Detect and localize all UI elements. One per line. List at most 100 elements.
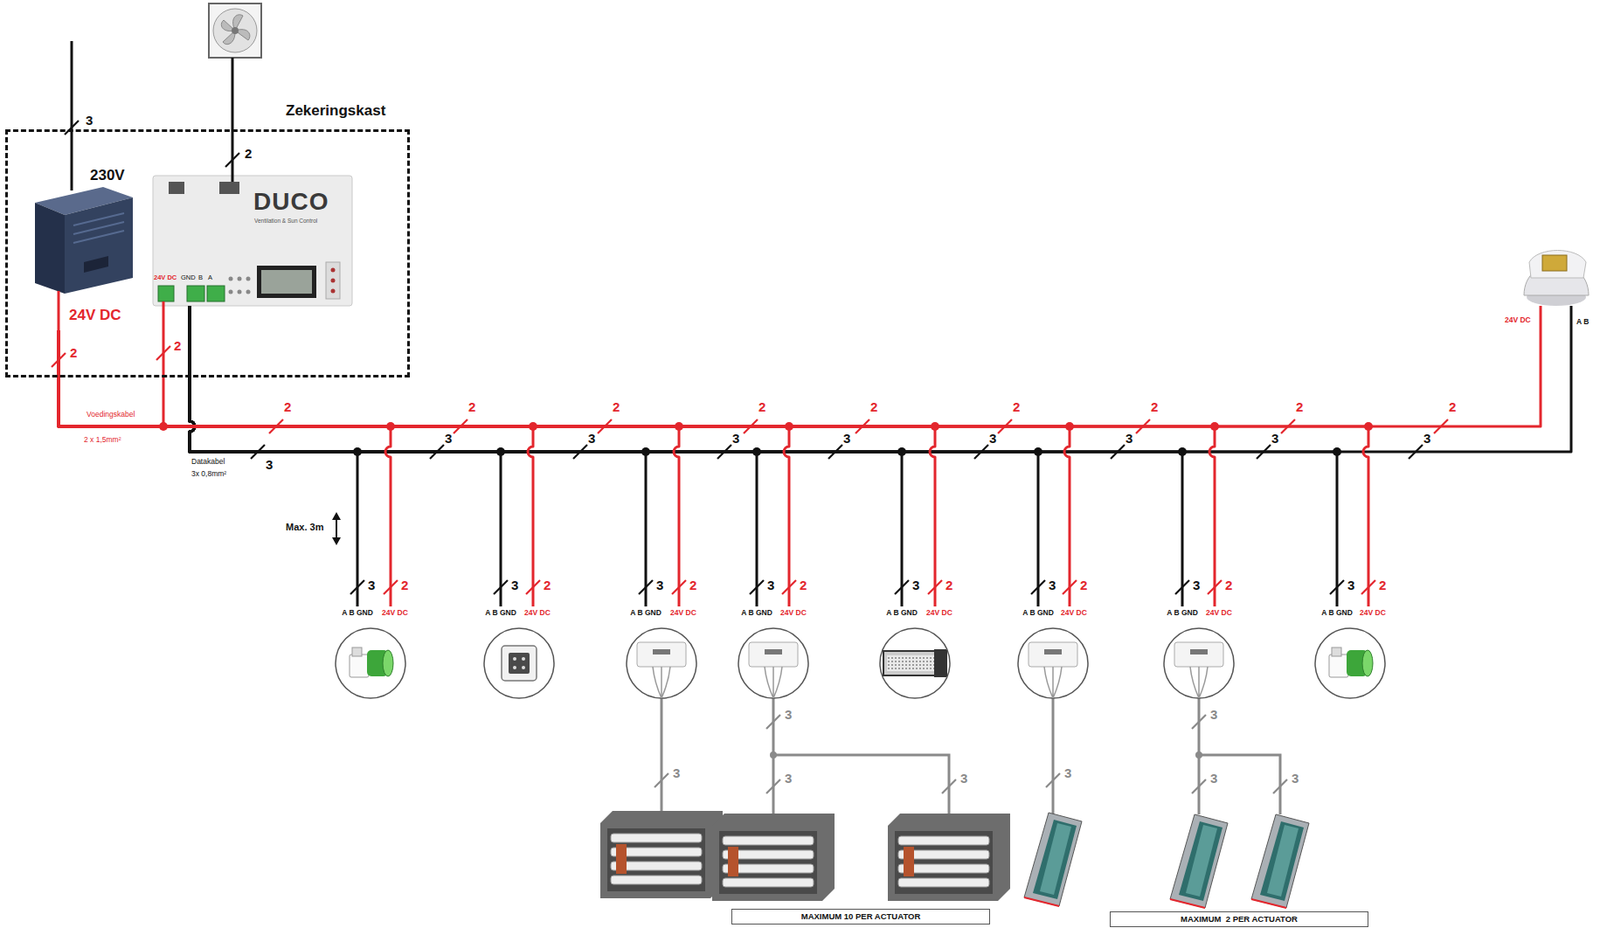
cable-count: 3	[912, 578, 920, 592]
pin-label: 24V DC	[1504, 316, 1531, 326]
cable-count: 3	[843, 431, 851, 445]
cable-count: 2	[799, 578, 807, 592]
limit-note-box: MAXIMUM 10 PER ACTUATOR	[731, 908, 991, 925]
cable-count: 2	[1295, 400, 1303, 414]
power-cable	[58, 330, 1070, 607]
cable-count: 3	[960, 771, 968, 785]
pin-label: 24V DC	[1205, 609, 1233, 618]
cable-count: 3	[1125, 431, 1133, 445]
data-cable	[189, 305, 501, 607]
cable-count: 3	[732, 431, 740, 445]
pin-label: A B GND	[484, 609, 517, 618]
cable-count: 2	[612, 400, 620, 414]
cable-count: 3	[1347, 578, 1355, 592]
cable-count: 3	[1271, 431, 1279, 445]
device-circle	[335, 628, 1386, 699]
data-cable	[189, 305, 1572, 452]
device-node: A B GND24V DC	[1014, 606, 1096, 701]
terminal-label: B	[198, 274, 203, 283]
cable-count: 2	[870, 400, 878, 414]
cable-count: 2	[1150, 400, 1158, 414]
cable-count: 3	[367, 578, 375, 592]
data-cable	[189, 305, 902, 607]
cable-count: 2	[1080, 578, 1088, 592]
controller: DUCOVentilation & Sun Control24V DCGNDBA	[139, 175, 353, 306]
device-node: A B GND 24V DC	[1311, 606, 1395, 701]
cable-tick	[64, 120, 1423, 595]
cable-count: 3	[767, 578, 775, 592]
cable-count: 3	[1210, 707, 1218, 721]
cable-count: 3	[1291, 771, 1299, 785]
device-node: A B GND24V DC	[623, 606, 706, 701]
sensor-symbol	[1523, 250, 1589, 307]
cable-tick	[654, 714, 1288, 794]
note-text: MAXIMUM 10 PER ACTUATOR	[732, 909, 990, 923]
controller-body	[152, 175, 353, 306]
data-cable	[189, 305, 646, 607]
power-supply-symbol	[34, 187, 133, 294]
pin-label: 24V DC	[670, 609, 697, 618]
brand-tagline: Ventilation & Sun Control	[254, 217, 318, 224]
device-node: A B GND24V DC	[734, 606, 816, 701]
cable-count: 2	[689, 578, 697, 592]
data-cable	[189, 305, 1039, 607]
data-cable	[189, 305, 358, 607]
pin-label: A B GND	[1022, 609, 1054, 618]
cable-count: 2	[1012, 400, 1020, 414]
cable-count: 3	[588, 431, 596, 445]
pin-label: A B GND	[886, 609, 918, 618]
fuse-cabinet: Zekeringskast230V24V DCDUCOVentilation &…	[5, 129, 410, 378]
cable-count: 2	[244, 146, 252, 160]
cable-count: 3	[85, 113, 93, 127]
power-supply: 230V24V DC	[26, 164, 140, 331]
cable-count: 2	[758, 400, 766, 414]
sensor-node: 24V DC A B	[1501, 240, 1596, 331]
cable-count: 3	[672, 766, 680, 780]
cable-name: Datakabel	[191, 457, 225, 466]
cable-count: 2	[1448, 400, 1456, 414]
terminal-label: 24V DC	[153, 274, 177, 283]
voltage-label: 230V	[90, 166, 125, 185]
cabinet-title: Zekeringskast	[285, 102, 386, 120]
brand-logo: DUCO	[253, 187, 329, 216]
cable-spec: 2 x 1,5mm²	[83, 436, 122, 444]
cable-count: 3	[511, 578, 519, 592]
limit-note-box: MAXIMUM 2 PER ACTUATOR	[1109, 911, 1369, 928]
cable-count: 2	[945, 578, 953, 592]
cable-count: 3	[989, 431, 997, 445]
window-symbol	[1024, 812, 1310, 908]
pin-label: 24V DC	[1359, 609, 1386, 618]
power-cable	[58, 330, 1541, 427]
cable-count: 3	[265, 457, 273, 471]
dimension-label: Max. 3m	[285, 522, 324, 533]
power-cable	[58, 330, 679, 607]
cable-name: Voedingskabel	[86, 410, 135, 419]
terminal-label: GND	[180, 274, 196, 283]
power-cable	[58, 330, 391, 607]
cable-count: 3	[784, 707, 792, 721]
pin-label: A B	[1576, 318, 1589, 327]
fan-symbol	[208, 3, 262, 58]
pin-label: A B GND	[1321, 609, 1353, 618]
static-wires	[58, 41, 1572, 427]
data-cable	[189, 305, 1183, 607]
device-node: A B GND 24V DC	[332, 606, 417, 701]
cable-count: 3	[1048, 578, 1056, 592]
pin-label: 24V DC	[524, 609, 551, 618]
actuator-wires	[661, 698, 1281, 817]
cable-count: 2	[468, 400, 476, 414]
cable-count: 2	[401, 578, 409, 592]
device-icon	[349, 642, 1373, 699]
power-cable	[58, 330, 790, 607]
dimension-arrow	[332, 512, 341, 546]
data-cable	[189, 305, 757, 607]
pin-label: A B GND	[341, 609, 374, 618]
pin-label: 24V DC	[381, 609, 409, 618]
cable-tick	[51, 346, 1448, 595]
pin-label: A B GND	[741, 609, 773, 618]
cable-count: 3	[1210, 771, 1218, 785]
power-cable	[58, 330, 1369, 607]
